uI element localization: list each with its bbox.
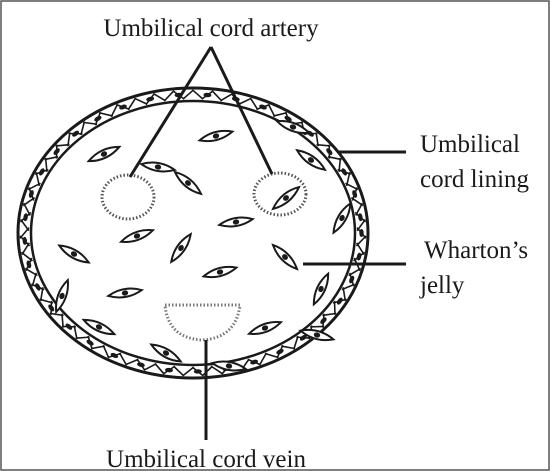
lining-hatch-mark [273,113,287,116]
lining-hatch-mark [281,346,295,349]
lining-cell [275,348,284,355]
lining-hatch-mark [99,113,113,116]
label-umbilical-cord-lining-2: cord lining [420,166,530,193]
jelly-cell [87,143,121,165]
lining-cell [118,104,127,111]
lining-hatch-mark [294,336,298,349]
jelly-cell [203,264,238,281]
lining-cell [258,104,267,111]
lining-hatch-mark [269,104,275,117]
lining-cell [348,275,355,284]
umbilical-vein [165,305,240,340]
lining-hatch-mark [260,353,267,365]
lining-cell [34,282,42,291]
lining-cell [23,213,28,222]
lining-hatch-mark [111,104,117,117]
label-umbilical-cord-vein: Umbilical cord vein [106,446,306,471]
lining-cell [146,96,155,102]
jelly-cell [330,201,354,234]
lining-cell [93,115,102,123]
lining-hatch-mark [174,366,184,376]
lining-hatch-mark [250,98,257,110]
jelly-cell [248,318,283,337]
lining-hatch-mark [265,353,278,357]
jelly-cell [199,128,234,145]
label-whartons-jelly-2: jelly [419,272,465,299]
lining-hatch-mark [91,346,105,349]
lining-hatch-mark [76,337,90,338]
jelly-cell [108,286,143,300]
lining-cell [356,252,362,261]
lining-cell [28,189,35,198]
label-umbilical-cord-lining-1: Umbilical [420,131,520,158]
jelly-cell [310,272,332,306]
lining-cell [110,352,119,359]
jelly-cell [172,169,203,197]
jelly-cell [270,184,301,212]
jelly-cell [82,316,116,338]
jelly-cell [168,232,194,264]
lining-cell [340,167,348,176]
jelly-cell [57,242,90,266]
lining-hatch-mark [155,363,164,374]
label-whartons-jelly-1: Wharton’s [424,237,528,264]
whartons-jelly-cells [52,117,354,372]
umbilical-artery-left [102,175,154,219]
jelly-cell [52,279,71,314]
artery-leader-right [211,47,272,174]
lining-cell [250,359,259,366]
lining-hatch-mark [220,94,232,101]
jelly-cell [141,160,176,174]
lining-cell [38,167,46,176]
lining-hatch-mark [239,98,252,104]
lining-hatch-mark [120,353,127,365]
jelly-cell [270,242,300,272]
lining-hatch-mark [135,98,148,104]
lining-hatch-mark [125,359,138,364]
label-umbilical-cord-artery: Umbilical cord artery [103,15,319,42]
jelly-cell [219,215,254,229]
umbilical-artery-right [254,173,306,215]
jelly-cell [295,147,327,173]
lining-hatch-mark [83,122,97,124]
artery-leader-left [130,47,211,177]
lining-cell [351,189,358,198]
lining-hatch-mark [128,98,135,110]
lining-cell [359,229,363,237]
lining-hatch-mark [183,367,194,376]
lining-cell [136,362,145,368]
lining-hatch-mark [193,90,204,99]
lining-hatch-mark [144,364,156,371]
lining-hatch-mark [154,94,166,101]
jelly-cell [120,226,155,245]
lining-hatch-mark [212,91,222,101]
lining-hatch-mark [81,122,85,136]
lining-cell [358,213,363,222]
lining-hatch-mark [164,91,174,101]
lining-hatch-mark [68,132,70,146]
lining-hatch-mark [103,345,109,358]
lining-cell [86,339,95,347]
